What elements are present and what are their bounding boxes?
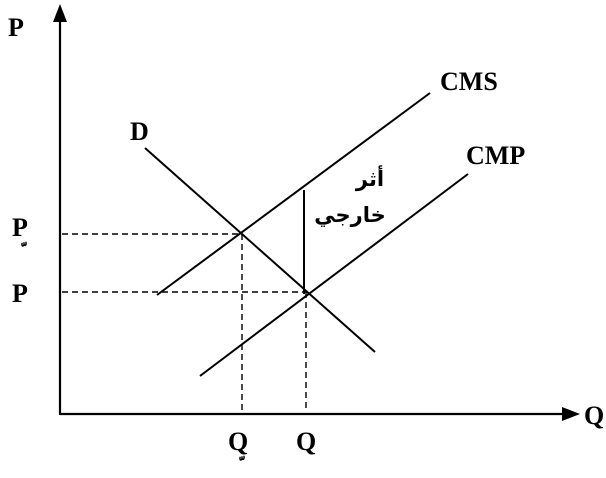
externality-label-line2: خارجي [314,203,386,227]
private-cost-curve [199,173,469,377]
social-cost-curve [156,92,431,296]
y-axis-label: P [8,13,24,42]
price-social-tick: P [12,213,28,242]
quantity-private-tick: Q [296,427,316,456]
private-cost-label: CMP [466,141,525,170]
quantity-social-tick: Q [228,427,248,456]
demand-label: D [130,117,149,146]
y-axis-arrow [53,4,67,22]
price-private-tick: P [12,279,28,308]
demand-curve [144,147,376,353]
x-axis-arrow [562,407,580,421]
social-cost-label: CMS [440,67,498,96]
externality-label-line1: أثر [355,164,384,191]
x-axis-label: Q [584,401,604,430]
